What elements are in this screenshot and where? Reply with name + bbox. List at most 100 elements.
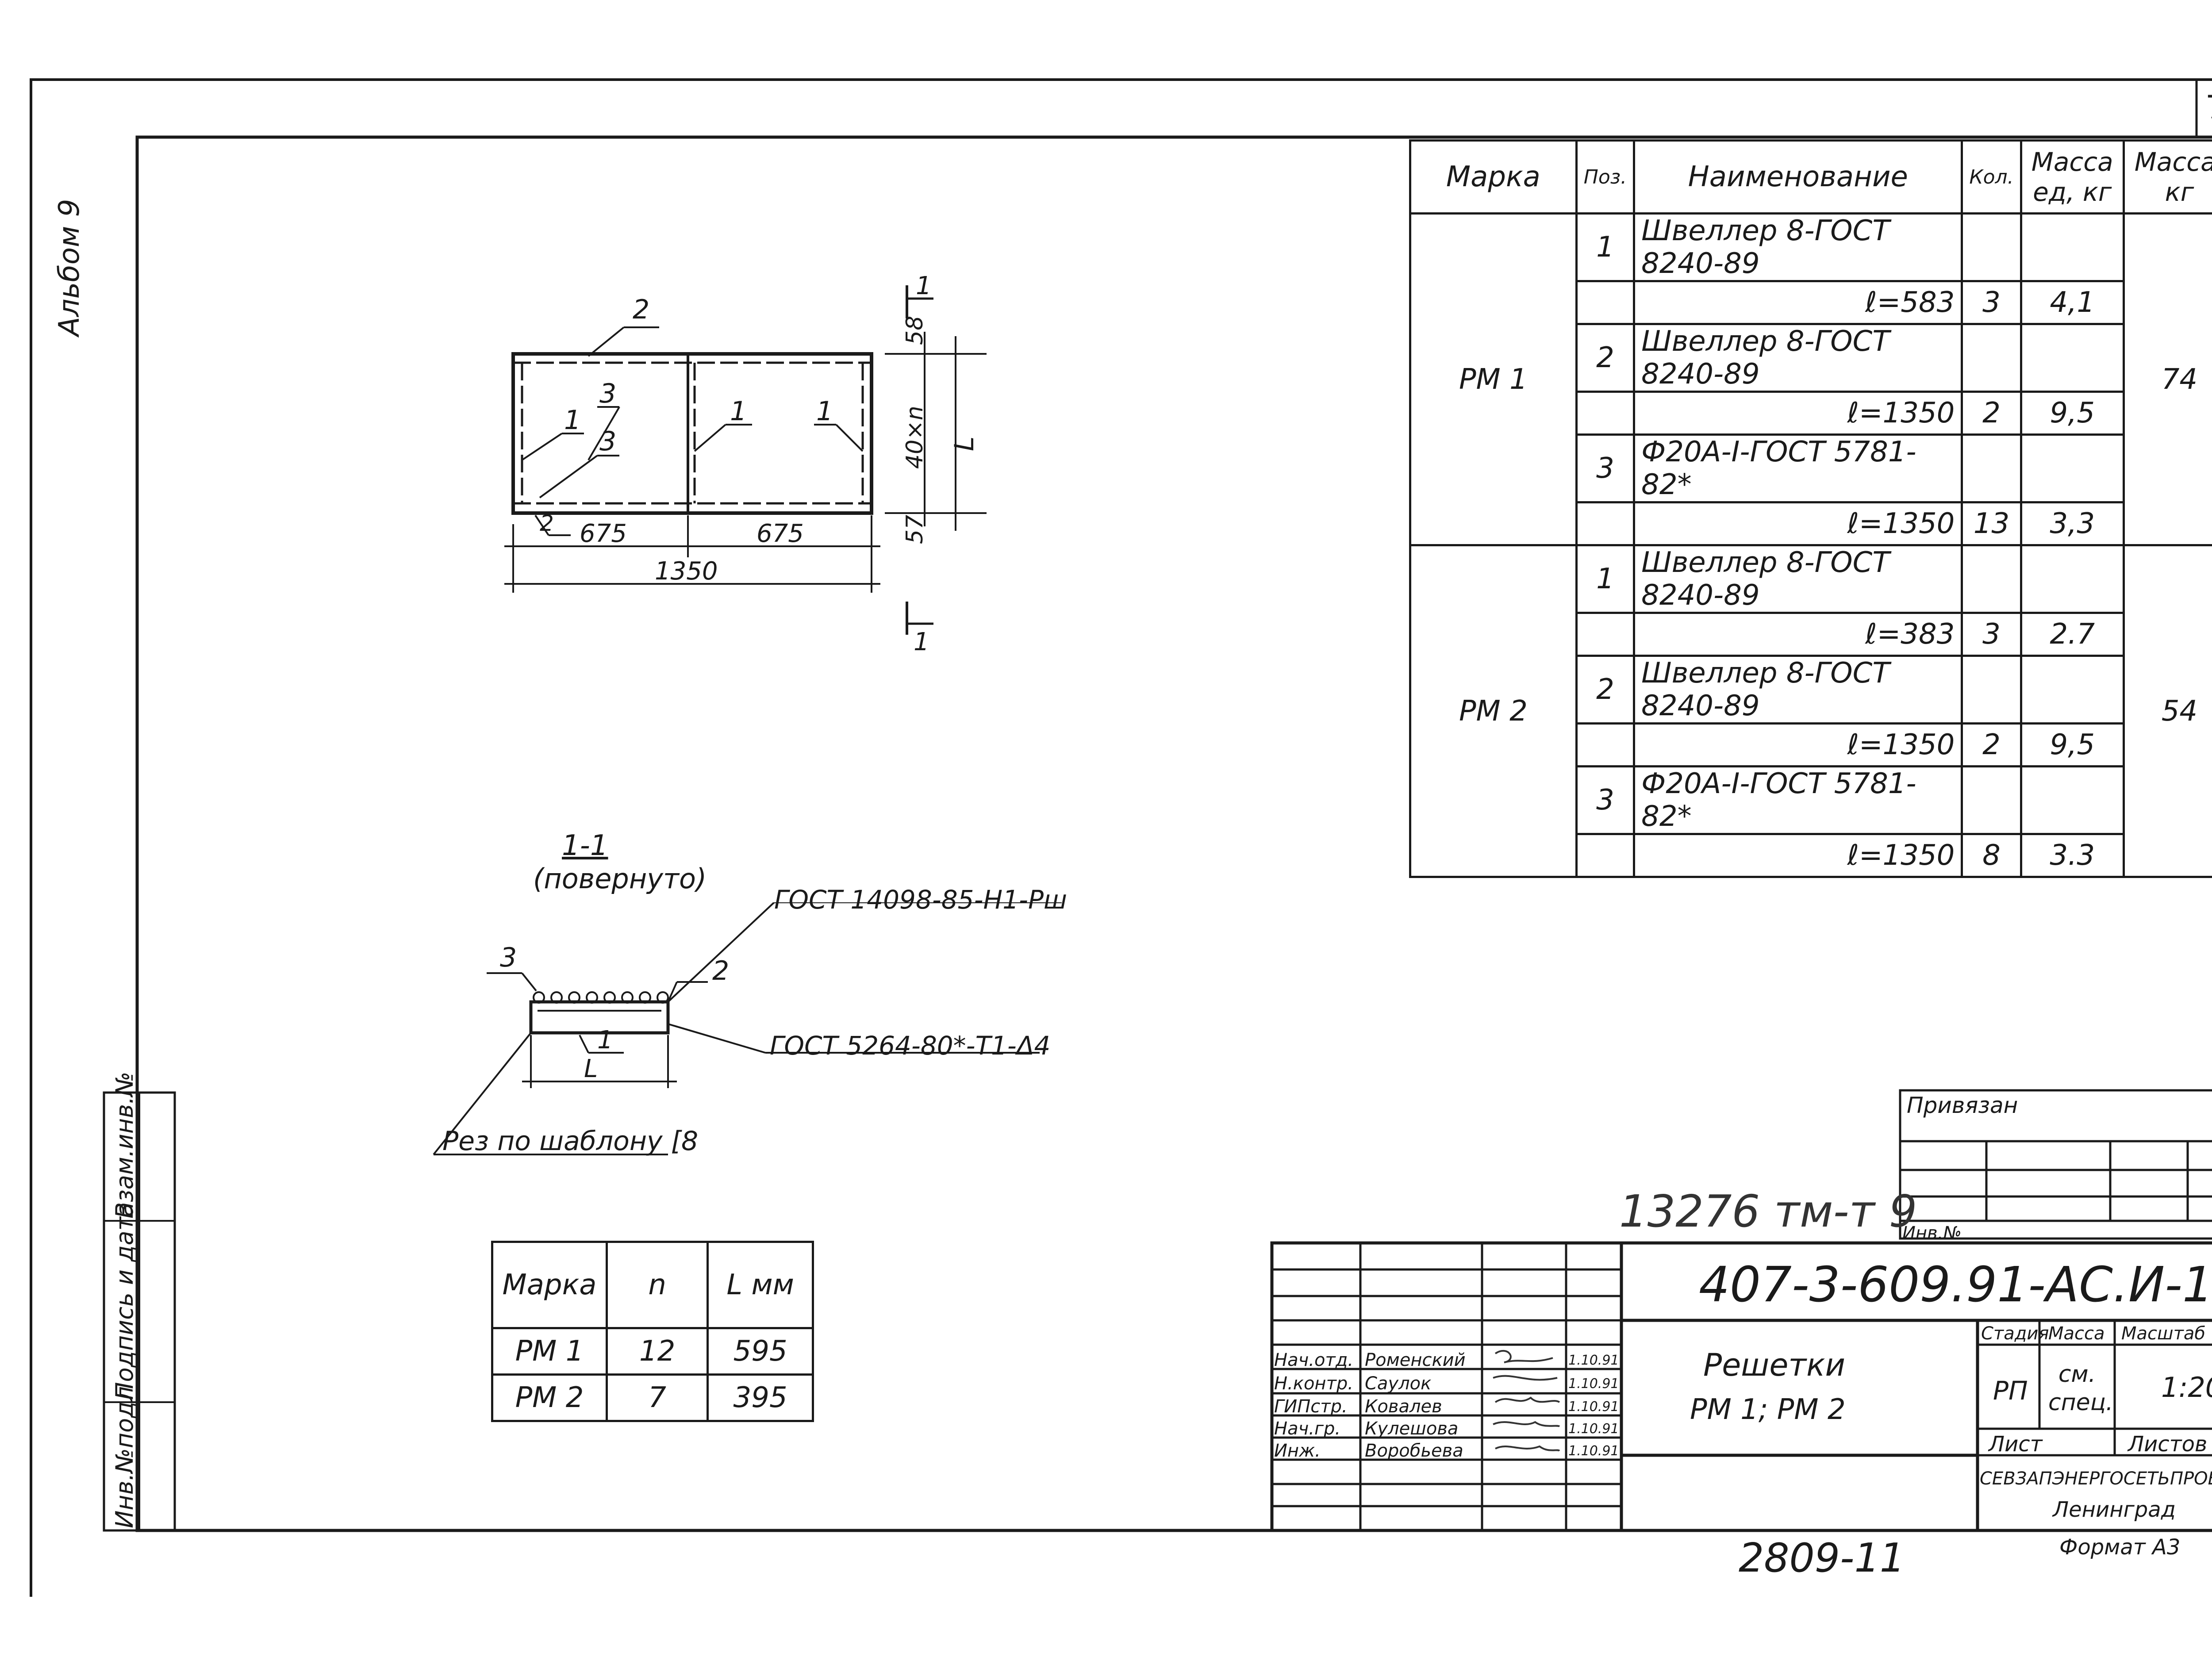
section-pos-1: 1 <box>597 1026 613 1055</box>
pos-cell: 2 <box>1575 323 1636 393</box>
weld-callout-bottom: ГОСТ 5264-80*-Т1-Δ4 <box>770 1031 1051 1061</box>
city: Ленинград <box>2053 1497 2176 1522</box>
person-name: Воробьева <box>1365 1441 1463 1461</box>
dim-675-left: 675 <box>580 519 627 548</box>
qty-cell: 8 <box>1961 833 2022 878</box>
unit-mass-cell <box>2020 323 2125 393</box>
dim-1350: 1350 <box>655 557 718 586</box>
scale-value: 1:20 <box>2161 1371 2212 1404</box>
unit-mass-cell: 3.3 <box>2020 833 2125 878</box>
pos-cell <box>1575 722 1636 767</box>
dim-40xn: 40×n <box>902 406 928 469</box>
n-cell: 7 <box>605 1373 709 1422</box>
handwritten-number: 13276 тм-т 9 <box>1619 1185 1917 1237</box>
dim-L: L <box>949 437 980 451</box>
mass-header: Масса <box>2048 1323 2105 1344</box>
qty-cell: 2 <box>1961 722 2022 767</box>
n-cell: 12 <box>605 1327 709 1376</box>
person-date: 1.10.91 <box>1568 1443 1619 1459</box>
table-row: 2 Швеллер 8-ГОСТ 8240-89 <box>1410 323 2212 393</box>
unit-mass-cell <box>2020 433 2125 503</box>
specification-table: Марка Поз. Наименование Кол. Масса ед, к… <box>1409 139 2212 878</box>
table-row: ℓ=1350 13 3,3 <box>1410 501 2212 546</box>
person-role: Инж. <box>1274 1441 1321 1461</box>
length-cell: ℓ=1350 <box>1633 391 1963 436</box>
name-cell: Ф20А-I-ГОСТ 5781-82* <box>1633 765 1963 835</box>
col-header-mark: Марка <box>491 1241 608 1329</box>
stage-value: РП <box>1993 1376 2028 1406</box>
table-row: ℓ=583 3 4,1 <box>1410 280 2212 325</box>
table-row: ℓ=1350 2 9,5 <box>1410 391 2212 436</box>
section-dim-L: L <box>584 1055 598 1083</box>
unit-mass-cell <box>2020 212 2125 282</box>
qty-cell: 2 <box>1961 391 2022 436</box>
stage-header: Стадия <box>1981 1323 2049 1344</box>
table-row: 3 Ф20А-I-ГОСТ 5781-82* <box>1410 765 2212 835</box>
mass-value: см. спец. <box>2048 1361 2113 1416</box>
mark-cell: РМ 2 <box>491 1373 608 1422</box>
inv-label: Инв.№ <box>1902 1223 1962 1243</box>
person-date: 1.10.91 <box>1568 1353 1619 1368</box>
name-cell: Швеллер 8-ГОСТ 8240-89 <box>1633 655 1963 725</box>
col-header-total-mass: Масса, кг <box>2122 139 2212 215</box>
size-table: Марка n L мм РМ 1 12 595 РМ 2 7 395 <box>491 1241 814 1422</box>
pos-3-label-a: 3 <box>599 378 616 409</box>
qty-cell: 13 <box>1961 501 2022 546</box>
pos-1-label-a: 1 <box>564 405 581 436</box>
mark-cell: РМ 1 <box>1409 212 1578 546</box>
col-header-qty: Кол. <box>1961 139 2022 215</box>
pos-cell: 3 <box>1575 433 1636 503</box>
length-cell: ℓ=583 <box>1633 280 1963 325</box>
pos-cell <box>1575 612 1636 657</box>
pos-cell: 3 <box>1575 765 1636 835</box>
section-subtitle: (повернуто) <box>533 863 707 895</box>
length-cell: ℓ=1350 <box>1633 833 1963 878</box>
section-pos-2: 2 <box>712 955 729 986</box>
section-title: 1-1 <box>562 829 608 862</box>
length-cell: ℓ=383 <box>1633 612 1963 657</box>
dim-57: 57 <box>902 515 928 544</box>
unit-mass-cell: 4,1 <box>2020 280 2125 325</box>
qty-cell: 3 <box>1961 280 2022 325</box>
name-cell: Швеллер 8-ГОСТ 8240-89 <box>1633 323 1963 393</box>
length-cell: ℓ=1350 <box>1633 722 1963 767</box>
qty-cell <box>1961 544 2022 614</box>
channel-section <box>529 1000 670 1035</box>
organization: СЕВЗАПЭНЕРГОСЕТЬПРОЕКТ <box>1980 1469 2212 1489</box>
scale-header: Масштаб <box>2121 1323 2206 1344</box>
document-code: 407-3-609.91-АС.И-100 <box>1699 1256 2212 1313</box>
person-name: Ковалев <box>1365 1396 1442 1417</box>
table-row: ℓ=1350 8 3.3 <box>1410 833 2212 878</box>
section-mark-bottom: 1 <box>914 628 929 656</box>
pos-cell <box>1575 391 1636 436</box>
col-header-name: Наименование <box>1633 139 1963 215</box>
person-name: Кулешова <box>1365 1419 1459 1439</box>
person-role: ГИПстр. <box>1274 1396 1348 1417</box>
bottom-number: 2809-11 <box>1739 1535 1905 1581</box>
person-date: 1.10.91 <box>1568 1421 1619 1437</box>
col-header-L: L мм <box>707 1241 814 1329</box>
qty-cell: 3 <box>1961 612 2022 657</box>
sheets-label: Листов 1 <box>2128 1432 2212 1457</box>
unit-mass-cell <box>2020 544 2125 614</box>
pos-cell <box>1575 833 1636 878</box>
mark-cell: РМ 1 <box>491 1327 608 1376</box>
person-name: Роменский <box>1365 1350 1466 1370</box>
person-date: 1.10.91 <box>1568 1399 1619 1415</box>
pos-cell <box>1575 501 1636 546</box>
pos-1-label-c: 1 <box>816 396 833 427</box>
name-cell: Швеллер 8-ГОСТ 8240-89 <box>1633 544 1963 614</box>
drawing-title: Решетки <box>1703 1347 1845 1383</box>
total-mass-cell: 74 <box>2122 212 2212 546</box>
sheet-number: 77 <box>2205 88 2212 126</box>
plan-view: 2 1 3 3 1 1 2 675 675 1350 58 57 40×n L … <box>504 274 987 656</box>
unit-mass-cell <box>2020 655 2125 725</box>
col-header-n: n <box>605 1241 709 1329</box>
pos-1-label-b: 1 <box>730 396 747 427</box>
unit-mass-cell: 9,5 <box>2020 391 2125 436</box>
person-role: Н.контр. <box>1274 1373 1353 1394</box>
name-cell: Ф20А-I-ГОСТ 5781-82* <box>1633 433 1963 503</box>
table-row: ℓ=383 3 2.7 <box>1410 612 2212 657</box>
table-row: ℓ=1350 2 9,5 <box>1410 722 2212 767</box>
